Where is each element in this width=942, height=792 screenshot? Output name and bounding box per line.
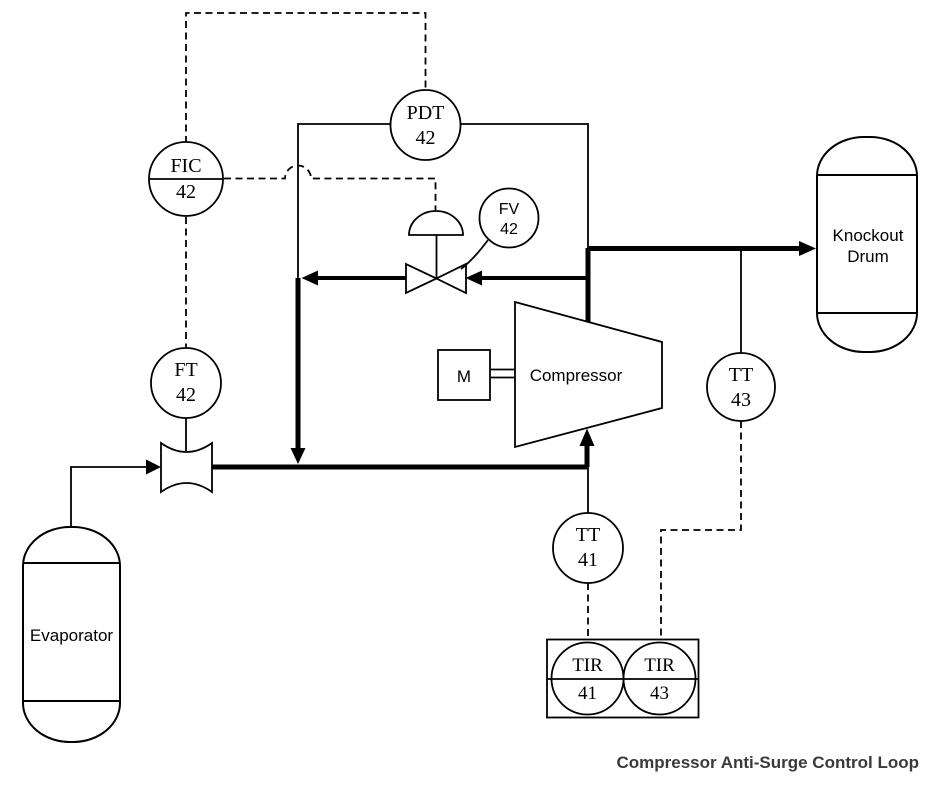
knockout-drum-tangent-lines [817,174,917,314]
signal-lines [185,12,742,645]
fv-bubble [478,187,540,249]
valve-body-right [434,262,467,295]
pdt-bubble [389,89,462,161]
ft-tag: FT [174,359,197,381]
instrument-bubbles: FIC 42 PDT 42 FV 42 FT 42 TT 41 TT 43 TI… [148,89,776,719]
valve-body-left [405,262,439,295]
feed-line-evaporator [70,466,148,528]
fv-tag: FV [499,201,520,218]
tt43-tag: TT [729,364,753,386]
diagram-caption: Compressor Anti-Surge Control Loop [616,753,919,772]
tt41-bubble [552,512,624,584]
motor-box [437,349,491,401]
evaporator-label: Evaporator [30,626,113,645]
tir41-tag: TIR [572,655,603,676]
discharge-arrow [799,241,816,256]
recycle-arrow-into-valve [465,270,482,286]
knockout-drum-vessel [816,136,918,353]
pdt-number: 42 [416,127,436,149]
evaporator-tangent-lines [23,562,120,702]
fv-number: 42 [500,221,518,238]
motor-shaft [490,368,515,379]
tt41-tag: TT [576,524,600,546]
signal-line-fic-to-valve [224,164,437,210]
ft-bubble [150,347,222,419]
tir-recorder-panel: TIR 41 TIR 43 [546,638,700,719]
fv-leader-line [460,239,489,270]
tt43-bubble [706,352,776,422]
signal-line-tt43-to-tir43 [660,421,742,645]
feed-arrow [146,459,161,475]
valve-actuator-diaphragm [408,210,464,236]
tir43-tag: TIR [644,655,675,676]
evaporator-vessel [22,526,121,743]
flow-element-symbol [160,441,213,494]
pdt-tag: PDT [407,102,445,124]
recycle-arrow-left [301,270,318,286]
signal-line-pdt-to-fic [185,12,427,143]
tir43-number: 43 [650,683,669,704]
tt43-number: 43 [731,389,751,411]
recycle-arrow-down [290,448,306,464]
ft-number: 42 [176,384,196,406]
fic-tag: FIC [170,155,201,177]
compressor-symbol [514,300,663,449]
equipment-symbols [22,136,918,743]
evaporator-shell [22,526,121,743]
control-valve [405,210,489,295]
motor-label: M [457,367,471,386]
fic-number: 42 [176,181,196,203]
knockout-drum-label-line1: Knockout [833,226,904,245]
compressor-inlet-arrow [579,428,595,446]
tir41-number: 41 [578,683,597,704]
compressor-label: Compressor [530,366,623,385]
equipment-labels: M Compressor Knockout Drum Evaporator [30,226,904,645]
flow-arrows [146,241,816,475]
knockout-drum-shell [816,136,918,353]
process-lines [70,123,800,528]
knockout-drum-label-line2: Drum [847,247,889,266]
tt41-number: 41 [578,549,598,571]
